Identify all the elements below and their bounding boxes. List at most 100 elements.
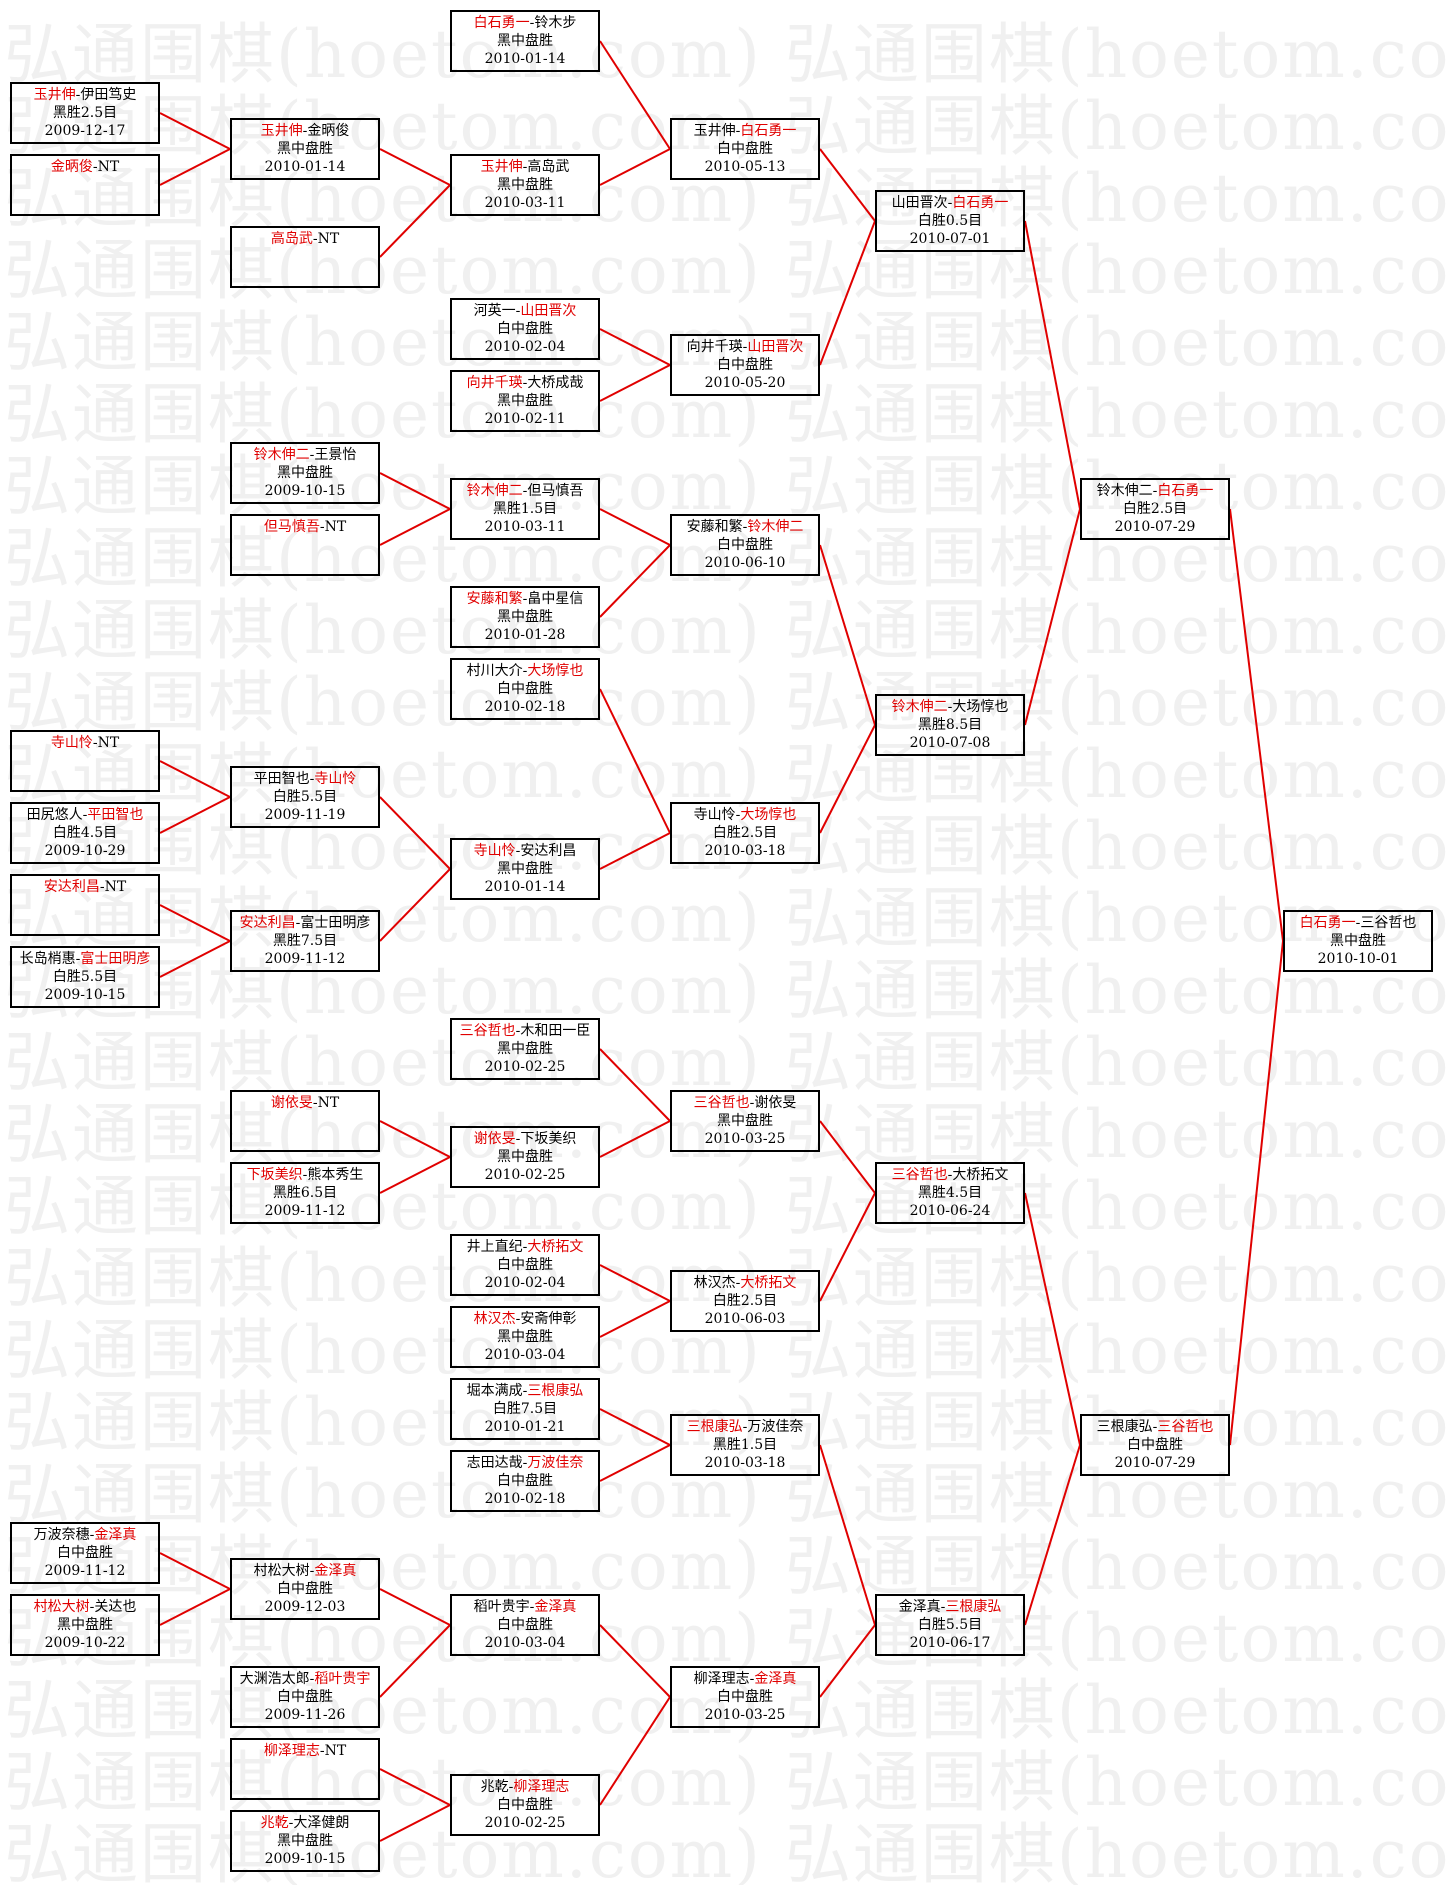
- match-result: 白中盘胜: [497, 1797, 553, 1813]
- player-1-name: 白石勇一: [473, 15, 530, 31]
- match-result: 黑中盘胜: [497, 1041, 553, 1057]
- bracket-connector: [599, 364, 671, 402]
- player-1-name: 万波奈穗: [33, 1527, 90, 1543]
- match-players: 长岛梢惠-富士田明彦: [12, 950, 158, 968]
- bracket-connector: [599, 40, 671, 150]
- player-1-name: 高岛武: [270, 231, 313, 247]
- player-2-name: 金泽真: [314, 1563, 357, 1579]
- player-1-name: 三根康弘: [686, 1419, 743, 1435]
- match-result: 白中盘胜: [1127, 1437, 1183, 1453]
- player-1-name: 安达利昌: [239, 915, 296, 931]
- player-1-name: 向井千瑛: [686, 339, 743, 355]
- player-2-name: 木和田一臣: [520, 1023, 591, 1039]
- player-2-name: 高岛武: [527, 159, 570, 175]
- player-2-name: 谢依旻: [754, 1095, 797, 1111]
- player-1-name: 向井千瑛: [466, 375, 523, 391]
- match-result: 黑胜1.5目: [712, 1437, 778, 1453]
- versus-dash: -: [735, 807, 741, 823]
- bracket-connector: [819, 544, 876, 726]
- match-date: 2010-07-01: [909, 231, 991, 247]
- player-2-name: 稻叶贵宇: [314, 1671, 371, 1687]
- match-result: 黑中盘胜: [57, 1617, 113, 1633]
- match-result: 白胜7.5目: [492, 1401, 558, 1417]
- match-players: 兆乾-柳泽理志: [452, 1778, 598, 1796]
- player-1-name: 田尻悠人: [26, 807, 83, 823]
- match-players: 向井千瑛-山田晋次: [672, 338, 818, 356]
- versus-dash: -: [735, 1275, 741, 1291]
- versus-dash: -: [319, 1743, 325, 1759]
- match-players: 山田晋次-白石勇一: [877, 194, 1023, 212]
- match-box: 柳泽理志-NT: [230, 1738, 380, 1800]
- versus-dash: -: [522, 375, 528, 391]
- player-1-name: 白石勇一: [1299, 915, 1356, 931]
- match-players: 柳泽理志-NT: [232, 1742, 378, 1760]
- player-2-name: NT: [317, 231, 340, 247]
- bracket-connector: [819, 1624, 876, 1698]
- versus-dash: -: [99, 879, 105, 895]
- match-players: 玉井伸-白石勇一: [672, 122, 818, 140]
- match-players: 稻叶贵宇-金泽真: [452, 1598, 598, 1616]
- match-players: 玉井伸-伊田笃史: [12, 86, 158, 104]
- match-date: 2010-05-13: [704, 159, 786, 175]
- player-2-name: 金泽真: [534, 1599, 577, 1615]
- match-players: 三谷哲也-大桥拓文: [877, 1166, 1023, 1184]
- match-result: 黑胜2.5目: [52, 105, 118, 121]
- player-2-name: 金泽真: [754, 1671, 797, 1687]
- player-2-name: 万波佳奈: [747, 1419, 804, 1435]
- match-result: 黑中盘胜: [277, 465, 333, 481]
- player-1-name: 铃木伸二: [1096, 483, 1153, 499]
- bracket-connector: [1024, 508, 1081, 726]
- player-1-name: 林汉杰: [693, 1275, 736, 1291]
- bracket-connector: [379, 1156, 451, 1194]
- match-players: 安达利昌-NT: [12, 878, 158, 896]
- player-1-name: 铃木伸二: [891, 699, 948, 715]
- match-date: 2009-11-12: [44, 1563, 126, 1579]
- player-1-name: 兆乾: [480, 1779, 509, 1795]
- player-2-name: NT: [317, 1095, 340, 1111]
- match-players: 三根康弘-三谷哲也: [1082, 1418, 1228, 1436]
- match-players: 井上直纪-大桥拓文: [452, 1238, 598, 1256]
- versus-dash: -: [309, 1563, 315, 1579]
- versus-dash: -: [92, 159, 98, 175]
- match-players: 白石勇一-三谷哲也: [1285, 914, 1431, 932]
- match-players: 安藤和繁-铃木伸二: [672, 518, 818, 536]
- player-2-name: 三谷哲也: [1360, 915, 1417, 931]
- player-2-name: 熊本秀生: [307, 1167, 364, 1183]
- bracket-connector: [599, 1120, 671, 1158]
- player-1-name: 谢依旻: [473, 1131, 516, 1147]
- match-box: 但马慎吾-NT: [230, 514, 380, 576]
- player-2-name: 王景怡: [314, 447, 357, 463]
- match-date: 2009-11-12: [264, 1203, 346, 1219]
- match-players: 大渊浩太郎-稻叶贵宇: [232, 1670, 378, 1688]
- player-1-name: 金泽真: [898, 1599, 941, 1615]
- player-1-name: 稻叶贵宇: [473, 1599, 530, 1615]
- match-date: 2010-03-11: [484, 519, 566, 535]
- bracket-connector: [1024, 1444, 1081, 1626]
- player-1-name: 三谷哲也: [891, 1167, 948, 1183]
- match-result: 白中盘胜: [497, 321, 553, 337]
- bracket-connector: [599, 1696, 671, 1806]
- player-1-name: 大渊浩太郎: [239, 1671, 310, 1687]
- match-players: 安达利昌-富士田明彦: [232, 914, 378, 932]
- match-players: 金泽真-三根康弘: [877, 1598, 1023, 1616]
- bracket-connector: [379, 796, 451, 870]
- match-players: 田尻悠人-平田智也: [12, 806, 158, 824]
- match-result: 白中盘胜: [497, 1473, 553, 1489]
- bracket-connector: [159, 760, 231, 798]
